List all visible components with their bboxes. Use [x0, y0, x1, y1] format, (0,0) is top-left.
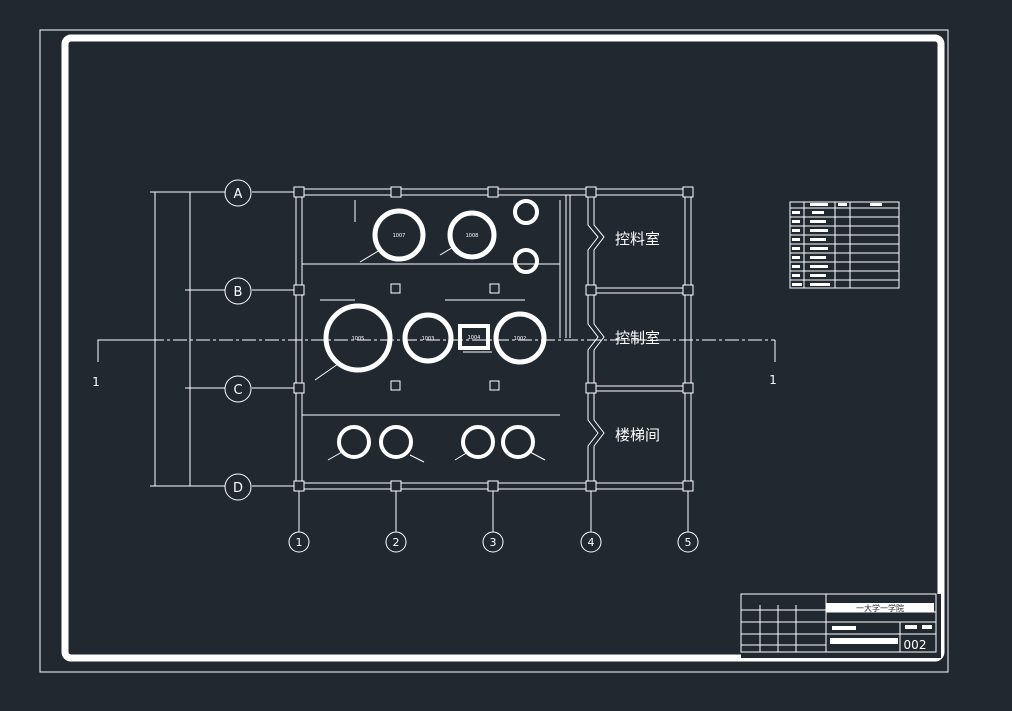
- tank-tag-1002: 1002: [514, 336, 527, 342]
- row-bubble-c: [224, 375, 252, 403]
- section-label-left: 1: [92, 375, 100, 389]
- column-axes: 1 2 3 4 5: [288, 486, 699, 553]
- section-line-1-1: 1 1: [92, 339, 777, 389]
- tank-1003: [402, 312, 454, 364]
- small-vessel-2: [513, 248, 539, 274]
- row-bubble-a: [224, 179, 252, 207]
- room-label-1: 控料室: [615, 230, 660, 248]
- col-bubble-2: [385, 531, 407, 553]
- tank-1005: [323, 303, 393, 373]
- row-label-c: C: [233, 383, 242, 398]
- vessel-row-d-4: [501, 425, 535, 459]
- tank-tag-1005: 1005: [352, 336, 365, 342]
- pump-tag-1004: 1004: [468, 335, 481, 341]
- equipment: 1007 1008 1005 1003 1004 1002: [314, 199, 547, 463]
- tank-1008: [447, 210, 497, 260]
- row-bubble-b: [224, 277, 252, 305]
- tank-tag-1007: 1007: [393, 233, 406, 239]
- title-block: 一大学一学院 002: [740, 593, 941, 658]
- room-label-3: 楼梯间: [615, 426, 660, 444]
- col-bubble-3: [482, 531, 504, 553]
- vessel-row-d-2: [379, 425, 413, 459]
- tank-1002: [493, 311, 547, 365]
- title-block-school: 一大学一学院: [856, 603, 904, 613]
- row-label-d: D: [233, 481, 243, 496]
- equipment-schedule-table: [789, 201, 900, 289]
- col-label-2: 2: [393, 536, 400, 549]
- structural-columns: [293, 186, 694, 492]
- inner-dimensions: [302, 200, 561, 416]
- outer-frame: [39, 29, 949, 673]
- tank-tag-1008: 1008: [466, 233, 479, 239]
- room-labels: 控料室 控制室 楼梯间: [615, 230, 660, 444]
- inner-frame: [61, 34, 945, 662]
- col-label-5: 5: [685, 536, 692, 549]
- tank-1007: [372, 208, 426, 262]
- tank-tag-1003: 1003: [422, 336, 435, 342]
- col-bubble-5: [677, 531, 699, 553]
- col-label-3: 3: [490, 536, 497, 549]
- row-bubble-d: [224, 473, 252, 501]
- pump-1004: [458, 324, 490, 350]
- row-label-a: A: [234, 187, 243, 202]
- col-label-1: 1: [296, 536, 303, 549]
- row-label-b: B: [234, 285, 243, 300]
- small-vessel-1: [513, 199, 539, 225]
- section-label-right: 1: [769, 373, 777, 387]
- col-label-4: 4: [588, 536, 595, 549]
- vessel-row-d-1: [337, 425, 371, 459]
- left-dimensions: [150, 191, 225, 487]
- row-axes: A B C D: [224, 179, 300, 501]
- title-block-drawing-number: 002: [904, 638, 927, 652]
- room-label-2: 控制室: [615, 329, 660, 347]
- col-bubble-4: [580, 531, 602, 553]
- col-bubble-1: [288, 531, 310, 553]
- vessel-row-d-3: [461, 425, 495, 459]
